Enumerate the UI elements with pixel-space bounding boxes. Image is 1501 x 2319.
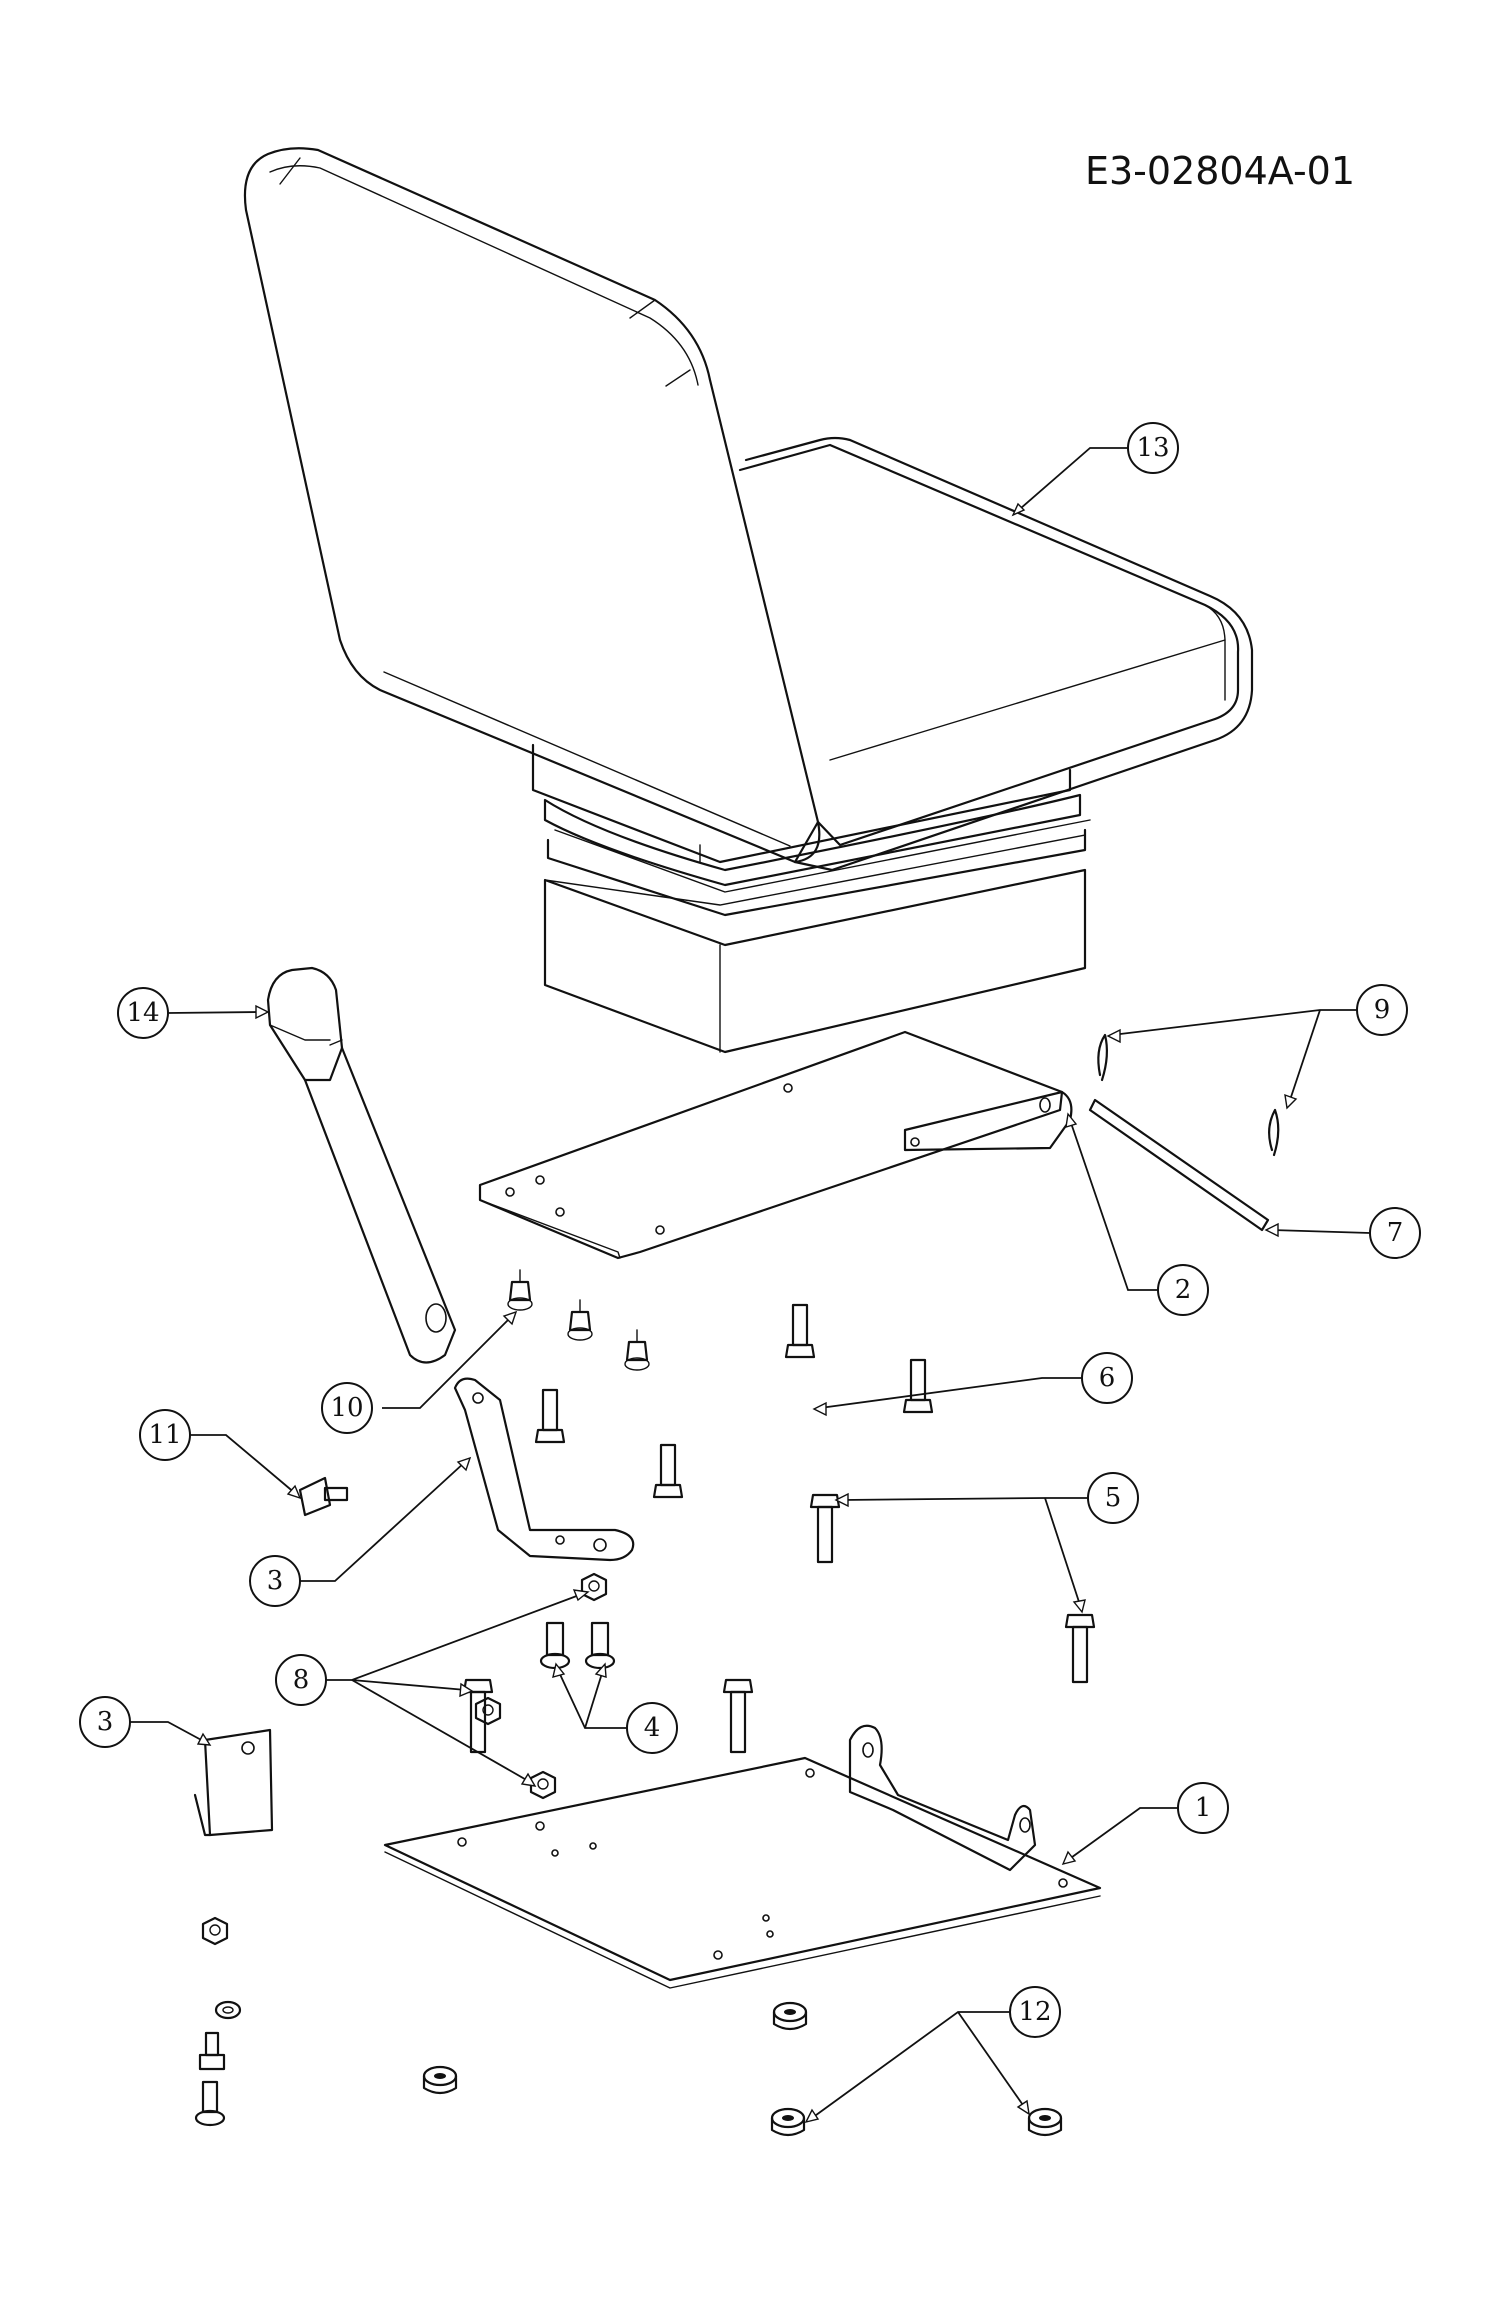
svg-text:10: 10 bbox=[330, 1393, 363, 1423]
callout-13: 13 bbox=[1127, 422, 1179, 474]
part-1-base-plate bbox=[383, 1724, 1102, 1989]
callout-4: 4 bbox=[626, 1702, 678, 1754]
svg-text:8: 8 bbox=[293, 1665, 310, 1695]
part-2-seat-plate bbox=[478, 1030, 1073, 1260]
svg-text:3: 3 bbox=[267, 1566, 284, 1596]
callout-3-lower: 3 bbox=[79, 1696, 131, 1748]
part-3-bracket-lower bbox=[193, 1728, 274, 1837]
svg-text:7: 7 bbox=[1387, 1218, 1404, 1248]
callout-9: 9 bbox=[1356, 984, 1408, 1036]
callout-3-upper: 3 bbox=[249, 1555, 301, 1607]
svg-text:13: 13 bbox=[1136, 433, 1169, 463]
svg-text:6: 6 bbox=[1099, 1363, 1116, 1393]
callout-5: 5 bbox=[1087, 1472, 1139, 1524]
svg-text:12: 12 bbox=[1018, 1997, 1051, 2027]
part-12-spacers bbox=[422, 2001, 1063, 2137]
drawing-code: E3-02804A-01 bbox=[1085, 149, 1355, 193]
svg-text:4: 4 bbox=[644, 1713, 661, 1743]
part-10-knobs bbox=[507, 1269, 650, 1371]
callout-6: 6 bbox=[1081, 1352, 1133, 1404]
part-4-carriage-bolts bbox=[539, 1621, 616, 1670]
svg-text:5: 5 bbox=[1105, 1483, 1122, 1513]
callout-10: 10 bbox=[321, 1382, 373, 1434]
part-11-screw bbox=[298, 1476, 349, 1517]
part-6-bolts bbox=[534, 1303, 934, 1499]
svg-text:2: 2 bbox=[1175, 1275, 1192, 1305]
part-9-hairpin-clips bbox=[1097, 1033, 1280, 1157]
callout-7: 7 bbox=[1369, 1207, 1421, 1259]
part-14-adjust-lever bbox=[266, 966, 457, 1364]
callout-14: 14 bbox=[117, 987, 169, 1039]
callout-12: 12 bbox=[1009, 1986, 1061, 2038]
svg-text:1: 1 bbox=[1195, 1793, 1212, 1823]
svg-text:9: 9 bbox=[1374, 995, 1391, 1025]
callout-1: 1 bbox=[1177, 1782, 1229, 1834]
callout-8: 8 bbox=[275, 1654, 327, 1706]
svg-text:11: 11 bbox=[148, 1420, 181, 1450]
part-7-pin bbox=[1088, 1098, 1270, 1232]
loose-hardware bbox=[194, 1916, 242, 2127]
part-3-bracket-upper bbox=[453, 1377, 635, 1562]
svg-text:3: 3 bbox=[97, 1707, 114, 1737]
callout-2: 2 bbox=[1157, 1264, 1209, 1316]
part-8-nuts bbox=[474, 1572, 608, 1800]
svg-text:14: 14 bbox=[126, 998, 159, 1028]
leader-lines bbox=[130, 447, 1371, 2124]
callout-11: 11 bbox=[139, 1409, 191, 1461]
part-13-seat bbox=[243, 147, 1254, 1054]
